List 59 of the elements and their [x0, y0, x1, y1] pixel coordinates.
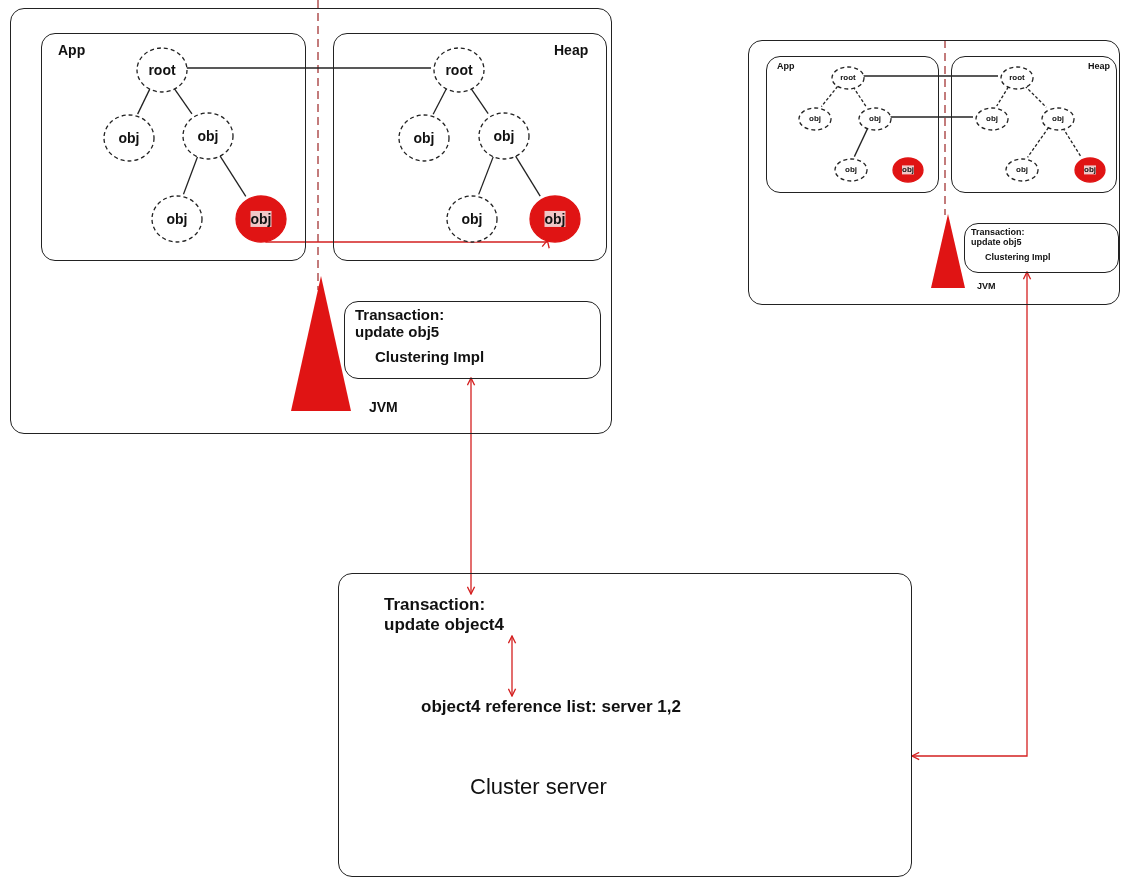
object-label: obj	[809, 114, 821, 124]
transaction-box	[344, 301, 601, 379]
connector-line	[218, 154, 247, 197]
connector-line	[137, 88, 151, 115]
box-subtitle: Clustering Impl	[985, 252, 1051, 263]
connector-line	[432, 88, 447, 115]
object-label: obj	[902, 165, 914, 175]
arrow	[466, 377, 476, 595]
object-label: obj	[845, 165, 857, 175]
object-label: root	[148, 61, 176, 79]
object-label: obj	[166, 210, 188, 228]
object-label: obj	[1016, 165, 1028, 175]
jvm-box	[748, 40, 1120, 305]
box-heading: Transaction: update obj5	[355, 306, 446, 341]
arrow	[911, 271, 1032, 761]
object-label: obj	[461, 210, 483, 228]
connector-line	[889, 116, 974, 118]
connector-line	[996, 86, 1009, 107]
object-label: obj	[197, 127, 219, 145]
connector-line	[514, 154, 541, 197]
object-label: obj	[986, 114, 998, 124]
object-label: obj	[493, 127, 515, 145]
object-label: obj	[1084, 165, 1096, 175]
object-label: root	[840, 73, 856, 83]
object-label: obj	[544, 210, 566, 228]
jvm-box	[10, 8, 612, 434]
object-label: obj	[118, 129, 140, 147]
heap-box	[333, 33, 607, 261]
box-heading: Heap	[554, 42, 589, 59]
connector-line	[1026, 127, 1050, 158]
box-heading: App	[58, 42, 86, 59]
connector-line	[182, 156, 199, 195]
box-heading: Transaction: update obj5	[971, 227, 1026, 248]
box-heading: App	[777, 61, 795, 72]
arrow	[507, 635, 517, 697]
reference-list-text: object4 reference list: server 1,2	[421, 697, 682, 717]
connector-line	[853, 127, 869, 158]
box-heading: Cluster server	[470, 774, 607, 800]
object-label: root	[445, 61, 473, 79]
transaction-text: Transaction: update object4	[384, 595, 505, 635]
object-label: obj	[250, 210, 272, 228]
heap-box	[951, 56, 1117, 193]
cluster-server-box	[338, 573, 912, 877]
object-label: obj	[413, 129, 435, 147]
connector-line	[469, 87, 489, 115]
box-subtitle: Clustering Impl	[375, 348, 485, 366]
object-label: obj	[1052, 114, 1064, 124]
app-box	[766, 56, 939, 193]
connector-line	[478, 155, 494, 196]
transaction-box	[964, 223, 1119, 273]
box-heading: Heap	[1088, 61, 1110, 72]
app-box	[41, 33, 306, 261]
box-heading: JVM	[977, 281, 996, 292]
object-label: obj	[869, 114, 881, 124]
connector-line	[820, 85, 839, 108]
connector-line	[862, 75, 999, 77]
box-heading: JVM	[369, 399, 398, 416]
connector-line	[1024, 85, 1047, 108]
object-label: root	[1009, 73, 1025, 83]
